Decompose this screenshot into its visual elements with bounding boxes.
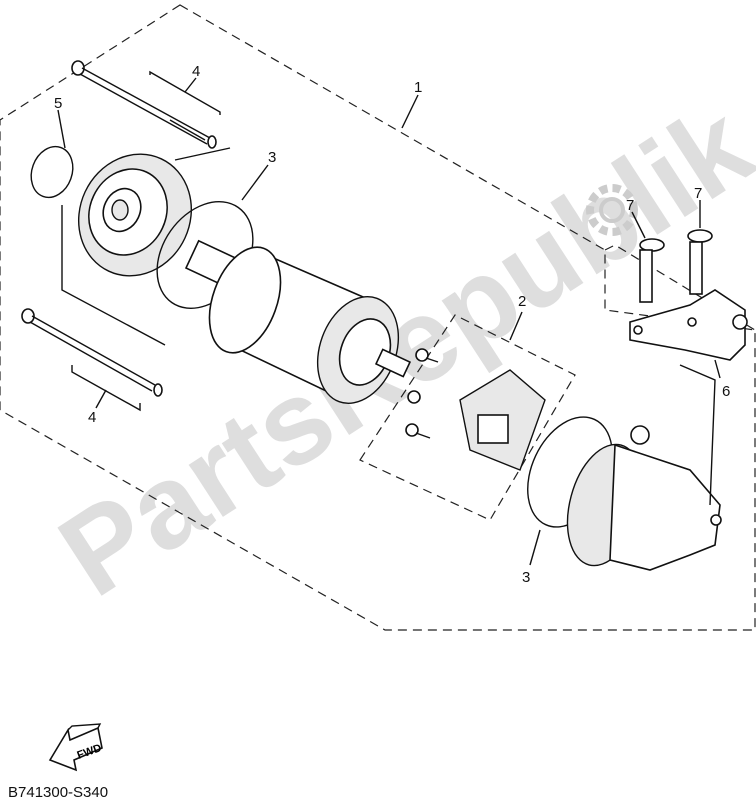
callout-5: 5 — [54, 95, 62, 112]
front-cover — [77, 153, 193, 277]
callout-7-right: 7 — [694, 185, 702, 202]
gear-watermark-icon — [586, 184, 638, 236]
bolt-bottom — [21, 308, 163, 397]
callout-4-bottom: 4 — [88, 409, 96, 426]
callout-1: 1 — [414, 79, 422, 96]
brush-holder-boundary — [359, 314, 576, 521]
callout-2: 2 — [518, 293, 526, 310]
brush-holder — [405, 348, 546, 471]
rear-cover — [566, 425, 722, 571]
callout-3-top: 3 — [268, 149, 276, 166]
bolt-7-right — [687, 229, 713, 295]
diagram-code: B741300-S340 — [8, 784, 109, 801]
bracket-6 — [629, 289, 748, 361]
callout-4-top: 4 — [192, 63, 200, 80]
o-ring-5 — [30, 145, 74, 199]
bolt-7-left — [639, 238, 665, 303]
bolt-top — [71, 60, 217, 149]
assembly-boundary — [0, 4, 756, 631]
callout-3-bottom: 3 — [522, 569, 530, 586]
callout-6: 6 — [722, 383, 730, 400]
fwd-arrow-icon: FWD — [48, 723, 103, 772]
motor-yoke — [184, 239, 412, 404]
callout-7-left: 7 — [626, 197, 634, 214]
